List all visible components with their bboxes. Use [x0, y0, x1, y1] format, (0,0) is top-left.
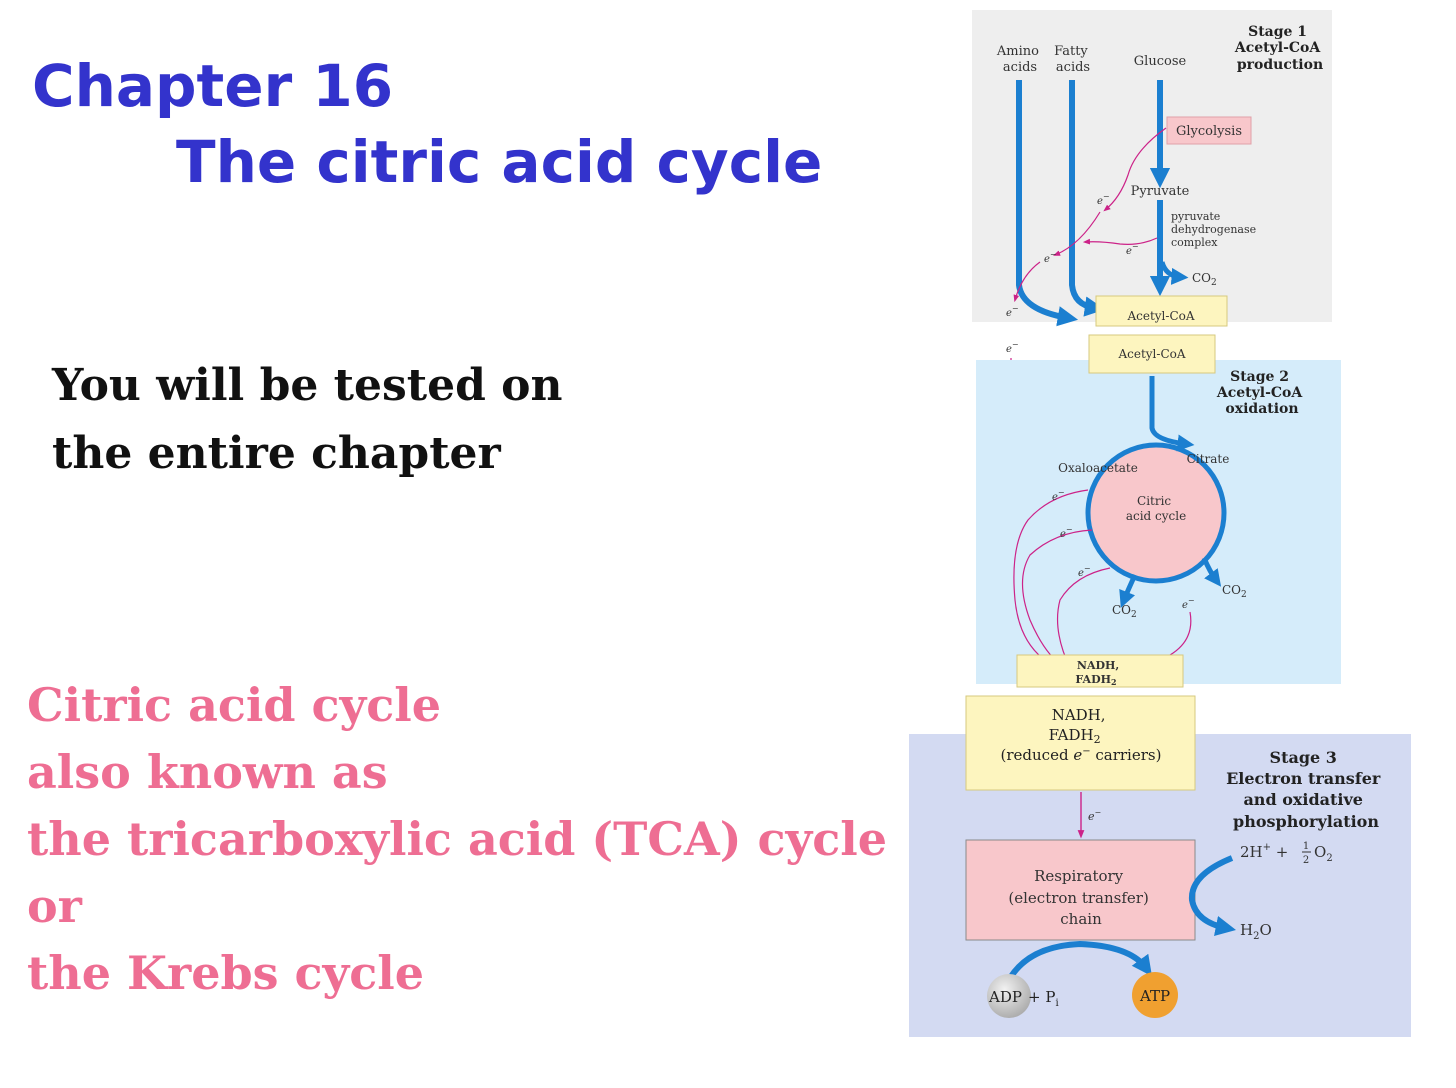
- fatty-acids-label: Fatty acids: [1054, 44, 1092, 75]
- respiratory-chain-label: Respiratory (electron transfer) chain: [1008, 867, 1153, 928]
- nadh-fadh2-box: [1016, 654, 1184, 688]
- stage1-title: Stage 1 Acetyl-CoA production: [1234, 24, 1325, 73]
- stage1-background: [972, 10, 1332, 322]
- electron-label: e−: [1060, 525, 1073, 540]
- cycle-label: Citric acid cycle: [1126, 494, 1186, 523]
- respiratory-chain-box: [965, 839, 1196, 941]
- cycle-electron-arrow: [1021, 529, 1093, 670]
- glycolysis-electron-arrow: [1103, 127, 1167, 212]
- oxygen-to-water-arrow: [1188, 855, 1237, 936]
- oxygen-half-denominator: 2: [1303, 855, 1309, 866]
- electron-label: e−: [1052, 488, 1065, 503]
- co2-release-arrow: [1159, 261, 1189, 285]
- pyruvate-label: Pyruvate: [1131, 184, 1190, 199]
- alternate-names-line: also known as: [27, 745, 388, 799]
- oxygen-half-numerator: 1: [1303, 841, 1309, 852]
- electron-label: e−: [1006, 340, 1019, 355]
- adp-circle: [987, 974, 1031, 1018]
- electron-label: e−: [1044, 250, 1057, 265]
- cycle-electron-arrow: [1013, 489, 1089, 669]
- atp-circle: [1132, 972, 1178, 1018]
- citric-acid-cycle-circle: [1085, 442, 1227, 584]
- pdh-complex-label: pyruvate dehydrogenase complex: [1171, 210, 1260, 249]
- acetyl-coa-label: Acetyl-CoA: [1117, 347, 1185, 361]
- stage1-co2-label: CO2: [1192, 271, 1217, 288]
- acetyl-coa-box: [1088, 334, 1216, 374]
- alternate-names-line: Citric acid cycle: [27, 678, 442, 732]
- stage2-co2-label: CO2: [1112, 603, 1137, 620]
- cycle-co2-arrow-right: [1201, 557, 1222, 587]
- electron-label: e−: [1097, 192, 1110, 207]
- stage2-co2-label: CO2: [1222, 583, 1247, 600]
- cycle-electron-arrow: [1056, 567, 1111, 670]
- stage1-panel: Stage 1 Acetyl-CoA production Amino acid…: [972, 10, 1332, 327]
- acetyl-coa-box: [1095, 295, 1228, 327]
- test-note: You will be tested on the entire chapter: [52, 352, 563, 488]
- amino-acids-label: Amino acids: [996, 44, 1043, 75]
- alternate-names-line: or: [27, 879, 82, 933]
- electron-label: e−: [1088, 808, 1101, 823]
- acetyl-coa-entry-arrow: [1149, 376, 1195, 452]
- chapter-number: Chapter 16: [32, 52, 394, 120]
- acetyl-coa-label: Acetyl-CoA: [1126, 309, 1194, 323]
- amino-acid-electron-arrow: [1013, 261, 1041, 303]
- test-note-line: You will be tested on: [52, 360, 563, 411]
- glucose-label: Glucose: [1134, 54, 1187, 69]
- glycolysis-box: [1166, 116, 1252, 145]
- water-label: H2O: [1240, 921, 1272, 942]
- stage3-panel: NADH, FADH2 (reduced e− carriers) Stage …: [909, 695, 1411, 1037]
- fatty-acid-arrow: [1069, 80, 1106, 317]
- nadh-fadh2-label: NADH, FADH2: [1075, 659, 1123, 687]
- fatty-acid-electron-arrow: [1052, 211, 1101, 256]
- reduced-carriers-label: NADH, FADH2 (reduced e− carriers): [1001, 706, 1162, 764]
- glycolysis-label: Glycolysis: [1176, 124, 1242, 139]
- reduced-carriers-box: [965, 695, 1196, 791]
- test-note-line: the entire chapter: [52, 428, 501, 479]
- pyruvate-electron-arrow: [1082, 237, 1158, 245]
- stage2-panel: Acetyl-CoA Stage 2 Acetyl-CoA oxidation …: [976, 334, 1341, 688]
- atp-synthesis-arrow: [1007, 940, 1153, 980]
- alternate-names: Citric acid cycle also known as the tric…: [27, 672, 887, 1007]
- alternate-names-line: the Krebs cycle: [27, 946, 425, 1000]
- electron-label: e−: [1126, 242, 1139, 257]
- atp-label: ATP: [1139, 987, 1170, 1005]
- stage3-title: Stage 3 Electron transfer and oxidative …: [1226, 748, 1386, 831]
- electron-label: e−: [1182, 596, 1195, 611]
- amino-acid-arrow: [1016, 80, 1079, 327]
- electron-label: e−: [1078, 564, 1091, 579]
- oxygen-molecule-label: O2: [1314, 843, 1333, 864]
- oxaloacetate-label: Oxaloacetate: [1058, 461, 1138, 475]
- oxygen-reactant-label: 2H+ +: [1240, 842, 1288, 861]
- phosphate-label: + Pi: [1028, 988, 1059, 1009]
- alternate-names-line: the tricarboxylic acid (TCA) cycle: [27, 812, 887, 866]
- cycle-co2-arrow-left: [1119, 573, 1138, 608]
- chapter-title: The citric acid cycle: [176, 128, 823, 196]
- adp-label: ADP: [988, 988, 1022, 1006]
- electron-label: e−: [1006, 304, 1019, 319]
- citrate-label: Citrate: [1187, 452, 1230, 466]
- stage2-title: Stage 2 Acetyl-CoA oxidation: [1216, 369, 1307, 417]
